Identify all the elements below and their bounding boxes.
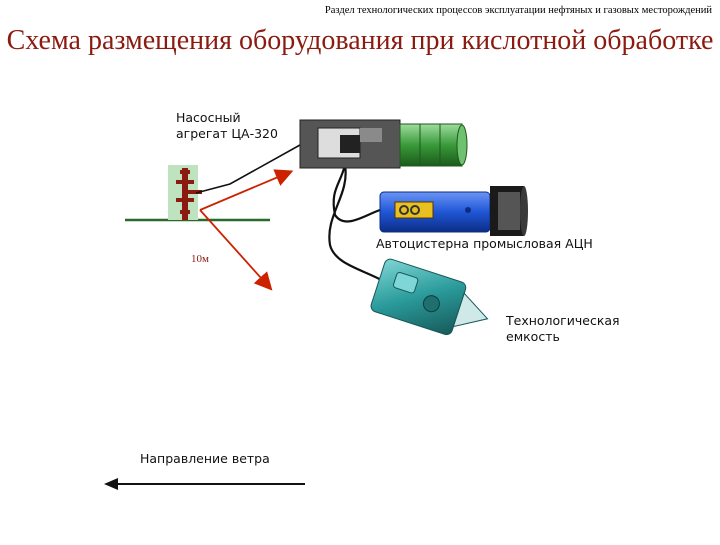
pump-unit-icon: [299, 119, 468, 169]
slide-title: Схема размещения оборудования при кислот…: [6, 25, 714, 56]
distance-arrow-lower: [199, 209, 273, 291]
hose-pump-to-tanker: [332, 164, 381, 223]
label-tank-text: Технологическая емкость: [506, 313, 620, 344]
header-section-text: Раздел технологических процессов эксплуа…: [324, 5, 712, 16]
label-technological-tank: Технологическая емкость: [506, 313, 620, 345]
label-pump-unit-text: Насосный агрегат ЦА-320: [176, 110, 278, 141]
label-wind-direction: Направление ветра: [140, 451, 270, 466]
label-tanker: Автоцистерна промысловая АЦН: [376, 236, 593, 251]
distance-arrow-upper: [199, 169, 294, 211]
pump-discharge-line: [195, 144, 301, 194]
label-distance: 10м: [191, 253, 209, 265]
wellhead-icon: [168, 165, 202, 220]
label-pump-unit: Насосный агрегат ЦА-320: [176, 110, 278, 142]
wind-direction-arrow-icon: [104, 478, 305, 490]
tanker-truck-icon: [379, 186, 528, 236]
hose-pump-to-tank: [328, 164, 386, 283]
technological-tank-icon: [370, 258, 489, 336]
